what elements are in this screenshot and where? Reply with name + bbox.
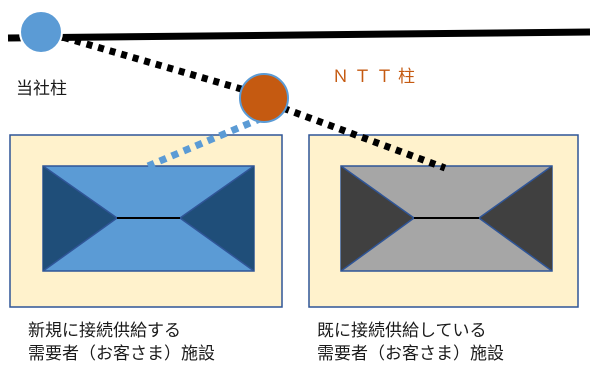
new-facility-roof (42, 165, 255, 272)
new-facility-label-line2: 需要者（お客さま）施設 (28, 344, 215, 364)
ntt-pole-label: ＮＴＴ柱 (332, 67, 420, 87)
new-facility-label-line1: 新規に接続供給する (28, 321, 181, 341)
existing-facility-roof (340, 165, 553, 272)
ntt-pole-icon (239, 73, 289, 123)
own-pole-icon (19, 10, 63, 54)
existing-facility-label-line2: 需要者（お客さま）施設 (317, 344, 504, 364)
existing-facility-label-line1: 既に接続供給している (317, 321, 487, 341)
distribution-line (7, 28, 590, 42)
own-pole-label: 当社柱 (16, 79, 67, 99)
drop-own-to-ntt (51, 30, 263, 99)
